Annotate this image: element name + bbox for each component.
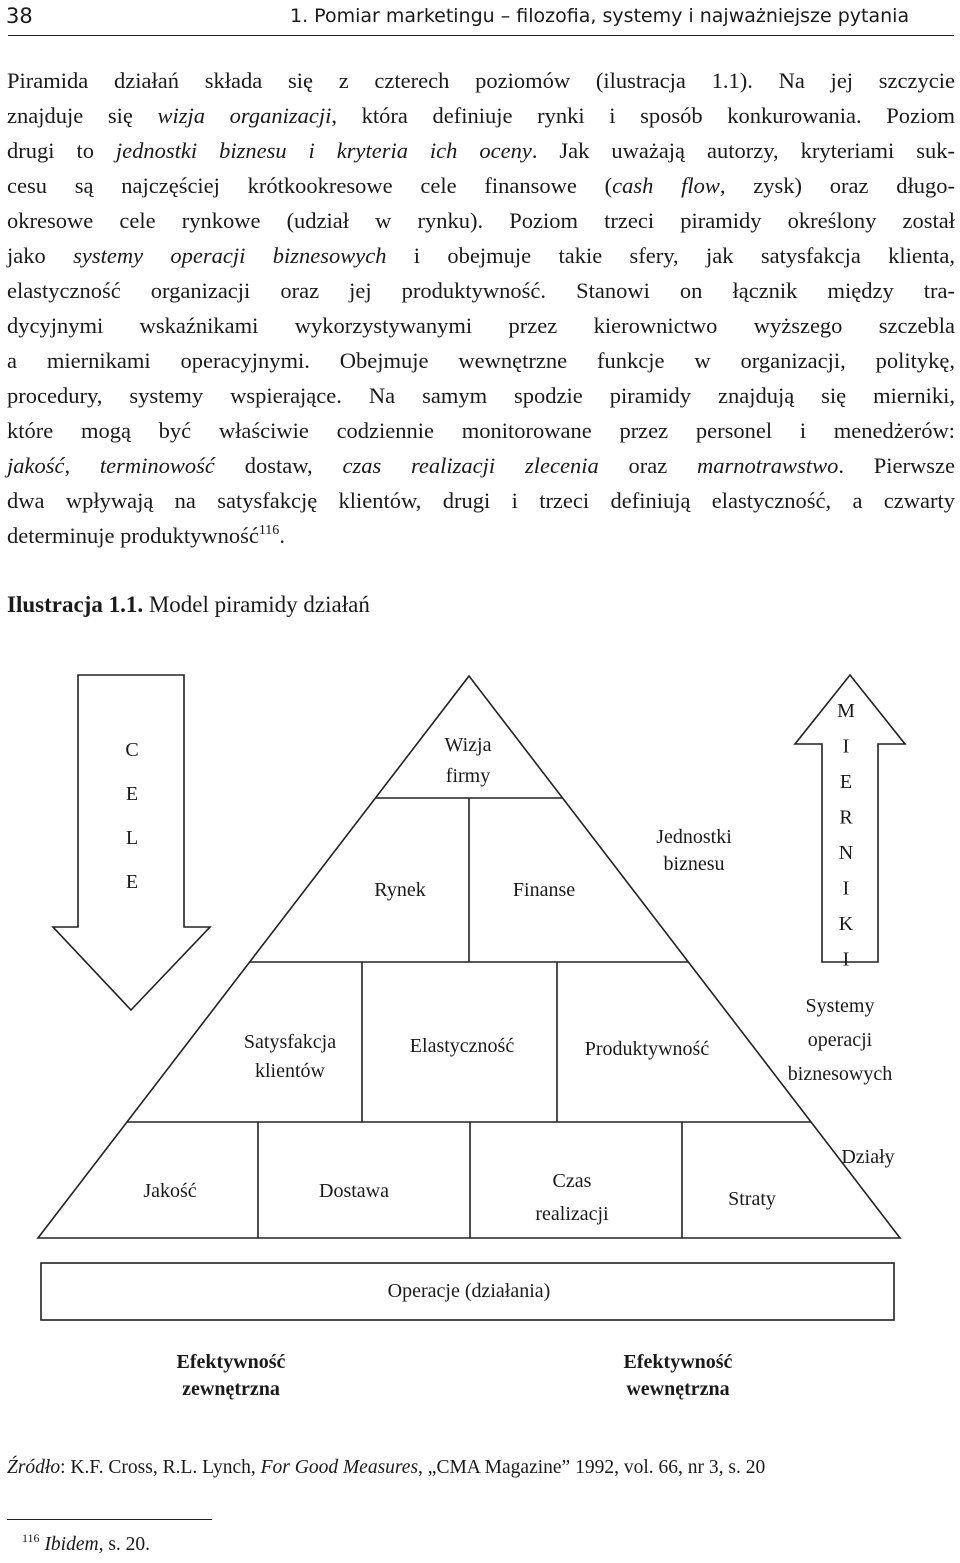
text-run: . Pierwsze [838, 453, 955, 478]
text-run: procedury, systemy wspierające. Na samym… [7, 383, 955, 408]
body-line: determinuje produktywność116. [7, 518, 955, 553]
measures-letter: I [843, 736, 850, 758]
body-paragraph: Piramida działań składa się z czterech p… [7, 63, 955, 553]
text-run: jako [7, 243, 74, 268]
level2-label: Finanse [513, 879, 575, 901]
text-run: cesu są najczęściej krótkookresowe cele … [7, 173, 613, 198]
measures-letter: M [837, 700, 855, 722]
level4-label: Dostawa [319, 1180, 389, 1202]
measures-letter: I [843, 878, 850, 900]
level4-label: Jakość [143, 1180, 196, 1202]
text-run: . Jak uważają autorzy, kryteriami suk- [531, 138, 955, 163]
goals-letter: E [126, 783, 138, 805]
footnote-ref: 116 [258, 523, 280, 538]
italic-text: cash flow [612, 173, 720, 198]
figure-source: Źródło: K.F. Cross, R.L. Lynch, For Good… [7, 1457, 765, 1479]
body-line: cesu są najczęściej krótkookresowe cele … [7, 168, 955, 203]
body-line: Piramida działań składa się z czterech p… [7, 63, 955, 98]
body-line: które mogą być właściwie codziennie moni… [7, 413, 955, 448]
body-line: jakość, terminowość dostaw, czas realiza… [7, 448, 955, 483]
page-number: 38 [6, 4, 33, 28]
text-run: okresowe cele rynkowe (udział w rynku). … [7, 208, 955, 233]
measures-up-arrow [793, 673, 907, 963]
text-run: a miernikami operacyjnymi. Obejmuje wewn… [7, 348, 955, 373]
text-run: : K.F. Cross, R.L. Lynch, [60, 1457, 261, 1478]
goals-down-arrow [51, 674, 212, 1012]
text-run: dycyjnymi wskaźnikami wykorzystywanymi p… [7, 313, 955, 338]
running-title: 1. Pomiar marketingu – filozofia, system… [290, 5, 910, 27]
text-run: , [64, 453, 100, 478]
italic-text: Ibidem [44, 1534, 99, 1555]
body-line: dwa wpływają na satysfakcję klientów, dr… [7, 483, 955, 518]
base-label: Operacje (działania) [388, 1280, 551, 1302]
level4-label: Straty [728, 1188, 776, 1210]
italic-text: systemy operacji biznesowych [73, 243, 387, 268]
text-run: dostaw, [214, 453, 343, 478]
figure-caption: Ilustracja 1.1. Model piramidy działań [7, 592, 370, 618]
body-line: a miernikami operacyjnymi. Obejmuje wewn… [7, 343, 955, 378]
measures-letter: I [843, 949, 850, 971]
figure-caption-label: Ilustracja 1.1. [7, 592, 144, 617]
text-run: które mogą być właściwie codziennie moni… [7, 418, 955, 443]
italic-text: terminowość [99, 453, 215, 478]
measures-letter: N [839, 842, 853, 864]
level3-label: Produktywność [585, 1038, 710, 1060]
italic-text: For Good Measures [260, 1457, 419, 1478]
text-run: , zysk) oraz długo- [719, 173, 955, 198]
text-run: , która definiuje rynki i sposób konkuro… [331, 103, 955, 128]
body-line: dycyjnymi wskaźnikami wykorzystywanymi p… [7, 308, 955, 343]
body-line: elastyczność organizacji oraz jej produk… [7, 273, 955, 308]
text-run: dwa wpływają na satysfakcję klientów, dr… [7, 488, 955, 513]
italic-text: czas realizacji zlecenia [342, 453, 599, 478]
measures-letter: R [839, 807, 853, 829]
text-run: i obejmuje takie sfery, jak satysfakcja … [386, 243, 956, 268]
italic-text: wizja organizacji [157, 103, 332, 128]
text-run: elastyczność organizacji oraz jej produk… [7, 278, 955, 303]
body-line: drugi to jednostki biznesu i kryteria ic… [7, 133, 955, 168]
italic-text: jednostki biznesu i kryteria ich oceny [115, 138, 532, 163]
text-run: znajduje się [7, 103, 158, 128]
measures-letter: K [839, 913, 854, 935]
text-run: drugi to [7, 138, 116, 163]
text-run: , „CMA Magazine” 1992, vol. 66, nr 3, s.… [418, 1457, 766, 1478]
italic-text: Źródło [7, 1457, 61, 1478]
level2-label: Rynek [374, 879, 425, 901]
header-rule [8, 35, 954, 36]
body-line: okresowe cele rynkowe (udział w rynku). … [7, 203, 955, 238]
italic-text: jakość [7, 453, 65, 478]
level3-label: Elastyczność [410, 1035, 515, 1057]
text-run: . [279, 523, 285, 548]
operations-base-box [40, 1262, 895, 1321]
text-run: , s. 20. [98, 1534, 151, 1555]
text-run: oraz [598, 453, 698, 478]
text-run: determinuje produktywność [7, 523, 259, 548]
italic-text: marnotrawstwo [697, 453, 839, 478]
footnote: 116 Ibidem, s. 20. [22, 1531, 151, 1556]
text-run: Piramida działań składa się z czterech p… [7, 68, 955, 93]
body-line: znajduje się wizja organizacji, która de… [7, 98, 955, 133]
pyramid-outline [36, 674, 902, 1239]
level4-side-label: Działy [841, 1146, 894, 1168]
measures-letter: E [840, 771, 852, 793]
running-header: 38 1. Pomiar marketingu – filozofia, sys… [0, 0, 960, 40]
goals-letter: L [126, 827, 138, 849]
footnote-ref: 116 [22, 1531, 40, 1545]
goals-letter: E [126, 871, 138, 893]
goals-letter: C [125, 739, 138, 761]
pyramid-dividers [126, 797, 812, 1238]
figure-caption-text: Model piramidy działań [148, 592, 370, 617]
body-line: jako systemy operacji biznesowych i obej… [7, 238, 955, 273]
body-line: procedury, systemy wspierające. Na samym… [7, 378, 955, 413]
footnote-rule [7, 1519, 212, 1520]
